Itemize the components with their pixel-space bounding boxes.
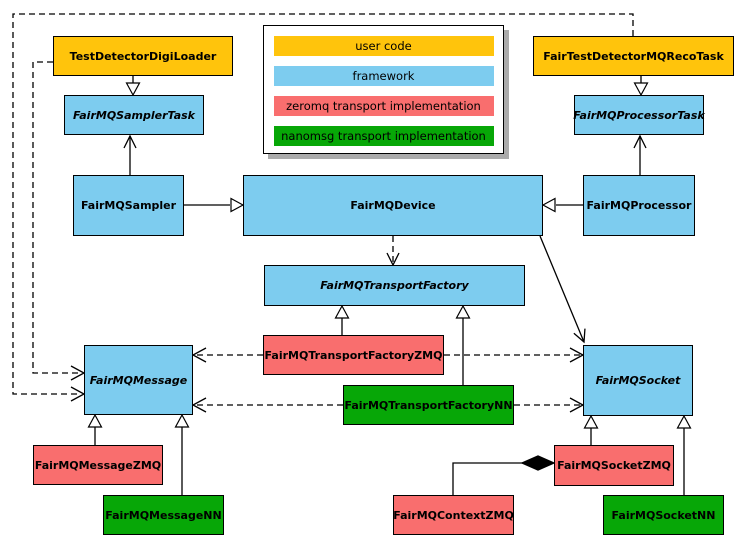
node-fairmq-message-zmq: FairMQMessageZMQ bbox=[33, 445, 163, 485]
node-fairmq-sampler-task: FairMQSamplerTask bbox=[64, 95, 204, 135]
edge-processor-device bbox=[541, 197, 583, 213]
node-fairmq-transport-factory-nn: FairMQTransportFactoryNN bbox=[343, 385, 514, 425]
node-fairmq-socket-zmq: FairMQSocketZMQ bbox=[554, 445, 674, 486]
edge-device-socket bbox=[539, 235, 586, 344]
legend: user code framework zeromq transport imp… bbox=[263, 25, 504, 154]
edge-device-transportfactory-dashed bbox=[386, 236, 400, 267]
edge-tfzmq-transportfactory bbox=[334, 304, 350, 335]
edge-tfnn-socket-dashed bbox=[514, 397, 585, 413]
edge-messagenn-message bbox=[174, 413, 190, 495]
node-fairmq-message-nn: FairMQMessageNN bbox=[103, 495, 224, 535]
edge-digiloader-samplertask bbox=[125, 76, 141, 97]
edge-tfnn-transportfactory bbox=[455, 304, 471, 385]
edge-sampler-samplertask bbox=[123, 134, 137, 175]
legend-item-nanomsg: nanomsg transport implementation bbox=[273, 126, 494, 146]
edge-tfzmq-message-dashed bbox=[191, 347, 263, 363]
edge-contextzmq-socketzmq-composition bbox=[452, 455, 556, 495]
node-fairmq-socket-nn: FairMQSocketNN bbox=[603, 495, 724, 535]
node-fairmq-processor: FairMQProcessor bbox=[583, 175, 695, 236]
edge-tfnn-message-dashed bbox=[191, 397, 343, 413]
node-fairmq-transport-factory-zmq: FairMQTransportFactoryZMQ bbox=[263, 335, 444, 375]
edge-messagezmq-message bbox=[87, 413, 103, 445]
edge-recotask-processortask bbox=[633, 76, 649, 97]
node-fairmq-transport-factory: FairMQTransportFactory bbox=[264, 265, 525, 306]
node-test-detector-digi-loader: TestDetectorDigiLoader bbox=[53, 36, 233, 76]
edge-socketnn-socket bbox=[676, 414, 692, 495]
edge-tfzmq-socket-dashed bbox=[444, 347, 585, 363]
node-fairmq-processor-task: FairMQProcessorTask bbox=[573, 95, 705, 135]
node-fairmq-sampler: FairMQSampler bbox=[73, 175, 184, 236]
node-fair-test-detector-mq-reco-task: FairTestDetectorMQRecoTask bbox=[533, 36, 734, 76]
legend-item-zeromq: zeromq transport implementation bbox=[273, 96, 494, 116]
legend-item-user-code: user code bbox=[273, 36, 494, 56]
legend-item-framework: framework bbox=[273, 66, 494, 86]
edge-socketzmq-socket bbox=[583, 414, 599, 445]
edge-sampler-device bbox=[184, 197, 245, 213]
node-fairmq-message: FairMQMessage bbox=[84, 345, 193, 415]
node-fairmq-device: FairMQDevice bbox=[243, 175, 543, 236]
node-fairmq-context-zmq: FairMQContextZMQ bbox=[393, 495, 514, 535]
edge-processor-processortask bbox=[633, 134, 647, 175]
node-fairmq-socket: FairMQSocket bbox=[583, 345, 693, 416]
